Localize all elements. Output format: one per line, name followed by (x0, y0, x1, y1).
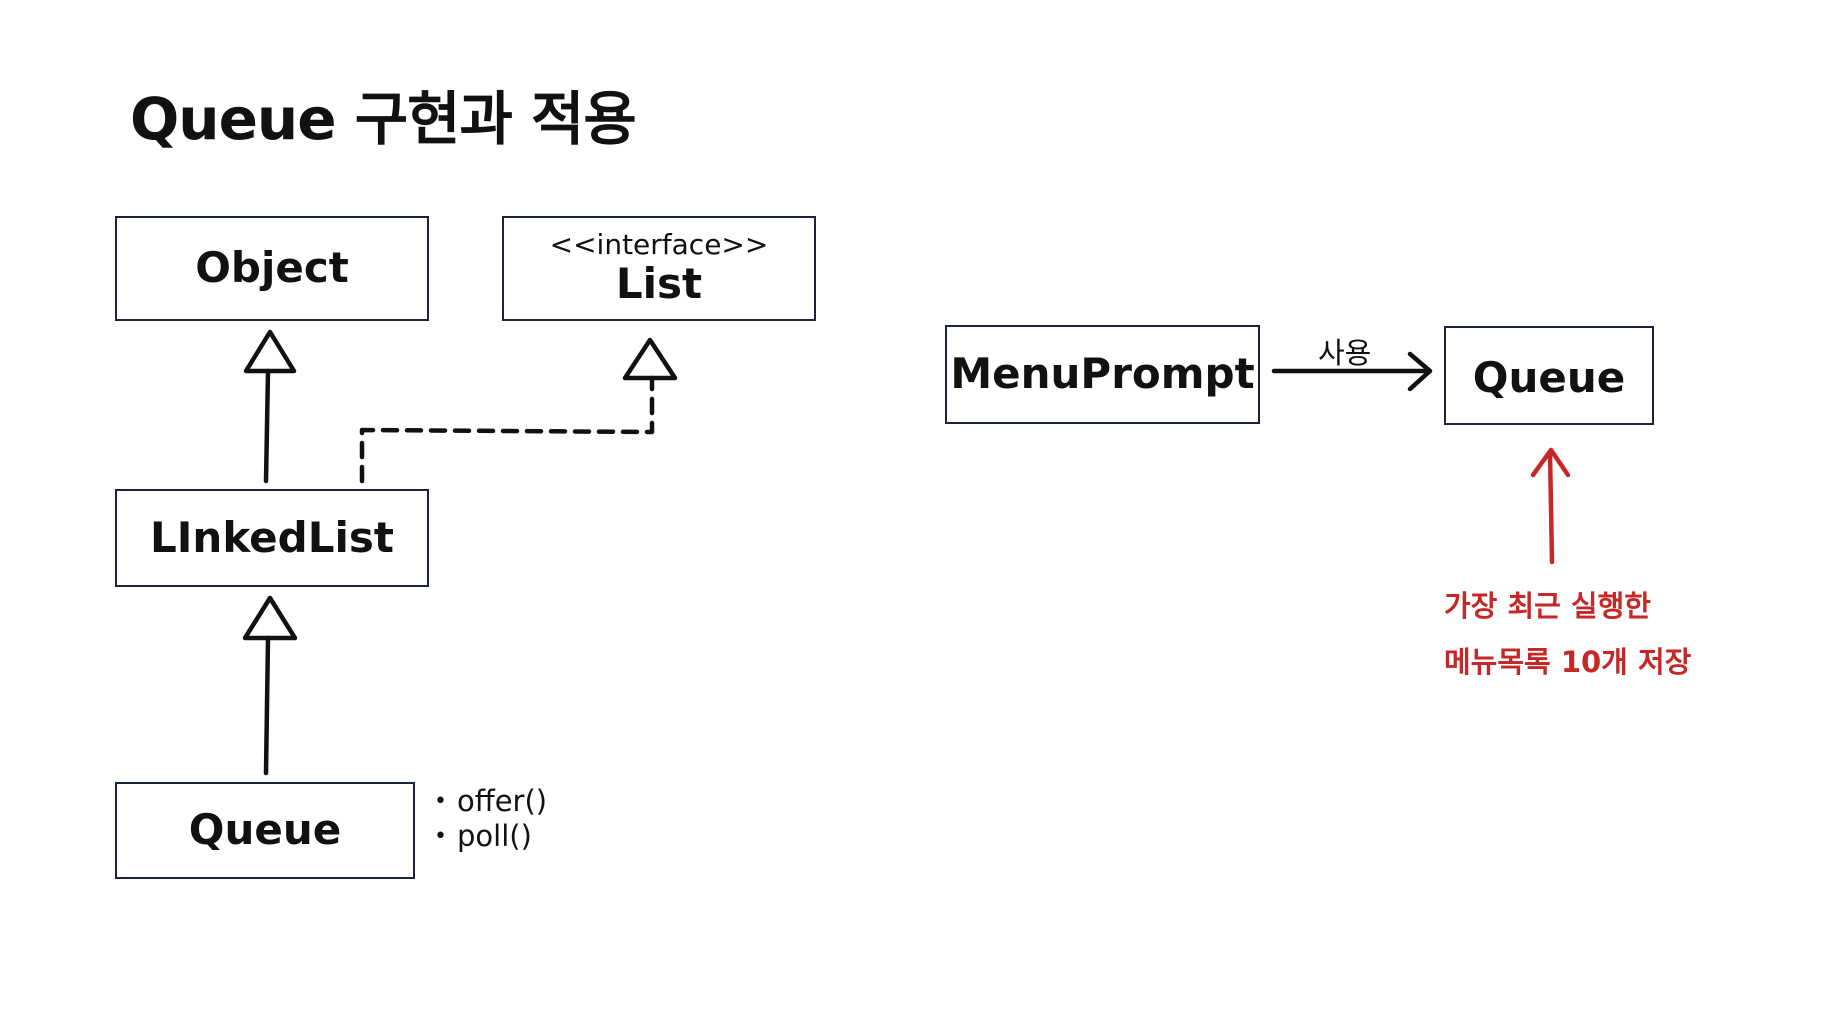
queue-extends-linkedlist-line (263, 635, 271, 776)
object-class-box: Object (115, 216, 429, 321)
method-offer: offer() (434, 784, 547, 819)
queue-class-label: Queue (188, 805, 342, 855)
method-poll: poll() (434, 819, 547, 854)
list-interface-box: <<interface>> List (502, 216, 816, 321)
uses-arrowhead (1407, 351, 1433, 392)
queue-class-box: Queue (115, 782, 415, 879)
linkedlist-class-box: LInkedList (115, 489, 429, 587)
list-interface-label: List (615, 258, 703, 308)
linkedlist-generalization-arrowhead (242, 595, 298, 641)
object-generalization-arrowhead (243, 329, 297, 374)
menuprompt-class-label: MenuPrompt (950, 349, 1255, 399)
linkedlist-implements-list-line (359, 375, 655, 484)
interface-stereotype: <<interface>> (549, 228, 769, 261)
menuprompt-class-box: MenuPrompt (945, 325, 1260, 424)
page-title: Queue 구현과 적용 (130, 85, 637, 153)
queue-annotation: 가장 최근 실행한 메뉴목록 10개 저장 (1444, 578, 1691, 690)
uses-edge-label: 사용 (1318, 336, 1372, 370)
linkedlist-extends-object-line (263, 368, 271, 484)
annotation-line-2: 메뉴목록 10개 저장 (1444, 645, 1692, 679)
queue-method-list: offer() poll() (434, 784, 547, 854)
annotation-line-1: 가장 최근 실행한 (1444, 589, 1651, 623)
queue-usage-label: Queue (1472, 353, 1626, 403)
list-realization-arrowhead (622, 337, 678, 381)
queue-usage-box: Queue (1444, 326, 1654, 425)
annotation-arrowhead (1530, 447, 1571, 478)
annotation-arrow-line (1547, 449, 1555, 565)
linkedlist-class-label: LInkedList (150, 512, 394, 562)
object-class-label: Object (195, 243, 349, 293)
